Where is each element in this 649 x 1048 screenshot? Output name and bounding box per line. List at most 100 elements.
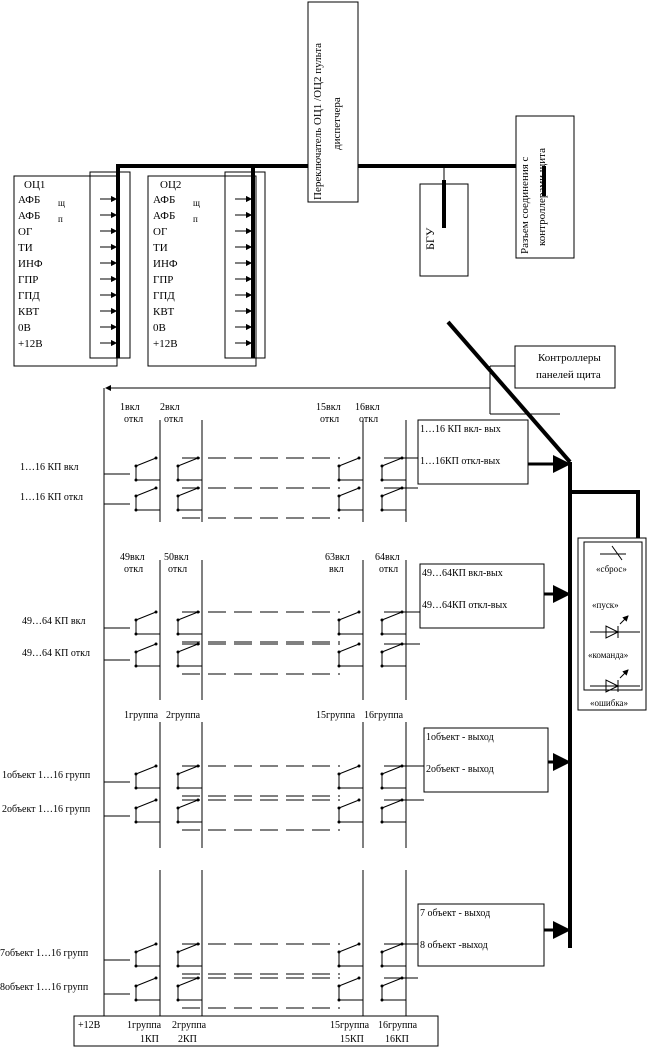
signal-label: ГПР bbox=[18, 274, 38, 286]
box-line: 7 объект - выход bbox=[420, 908, 490, 919]
column-label: 2группа bbox=[166, 710, 201, 721]
signal-label: ОГ bbox=[18, 226, 32, 238]
contact-dot bbox=[357, 610, 361, 614]
signal-label: АФБ bbox=[153, 210, 175, 222]
connector-box: Разъем соединения с контроллерами щита bbox=[515, 115, 575, 259]
column-label: 1вкл bbox=[120, 402, 140, 413]
contact-dot bbox=[154, 764, 158, 768]
signal-label: 0В bbox=[153, 322, 166, 334]
contact-dot bbox=[154, 942, 158, 946]
bgu-label: БГУ bbox=[423, 227, 437, 250]
output-box bbox=[419, 563, 545, 629]
column-label: 15вкл bbox=[316, 402, 341, 413]
column-label: 16вкл bbox=[355, 402, 380, 413]
box-line: 2объект - выход bbox=[426, 764, 494, 775]
contact-dot bbox=[357, 486, 361, 490]
signal-label: КВТ bbox=[18, 306, 40, 318]
signal-label: ТИ bbox=[18, 242, 33, 254]
column-label: 64вкл bbox=[375, 552, 400, 563]
column-label: откл bbox=[379, 564, 398, 575]
signal-label: ОГ bbox=[153, 226, 167, 238]
contact-dot bbox=[154, 486, 158, 490]
column-label: вкл bbox=[329, 564, 344, 575]
output-box bbox=[417, 903, 545, 967]
row-label: 8объект 1…16 групп bbox=[0, 982, 89, 993]
oc1-title: ОЦ1 bbox=[24, 179, 45, 191]
column-label: откл bbox=[320, 414, 339, 425]
box-line: 1объект - выход bbox=[426, 732, 494, 743]
box-line: 1…16 КП вкл- вых bbox=[420, 424, 501, 435]
signal-subscript: щ bbox=[193, 198, 200, 208]
signal-label: ИНФ bbox=[153, 258, 178, 270]
contact-dot bbox=[357, 976, 361, 980]
bottom-bar: +12В 1группа 1КП 2группа 2КП 15группа 15… bbox=[73, 1015, 439, 1047]
contact-dot bbox=[357, 764, 361, 768]
row-label: 49…64 КП откл bbox=[22, 648, 90, 659]
oc2-title: ОЦ2 bbox=[160, 179, 181, 191]
output-box bbox=[423, 727, 549, 793]
contact-dot bbox=[154, 976, 158, 980]
bottom-power-label: +12В bbox=[78, 1020, 101, 1031]
row-label: 49…64 КП вкл bbox=[22, 616, 85, 627]
row-label: 2объект 1…16 групп bbox=[2, 804, 91, 815]
bottom-col3-line1: 15группа bbox=[330, 1020, 370, 1031]
output-box bbox=[417, 419, 529, 485]
signal-label: АФБ bbox=[153, 194, 175, 206]
controllers-label-line2: панелей щита bbox=[536, 369, 601, 381]
oc-switch-box: Переключатель ОЦ1 /ОЦ2 пульта диспетчера bbox=[307, 1, 359, 203]
led-icon bbox=[590, 615, 640, 639]
block-objects-1-2: 1объект 1…16 групп 2объект 1…16 групп 1гру… bbox=[2, 710, 571, 848]
signal-subscript: щ bbox=[58, 198, 65, 208]
row-label: 1объект 1…16 групп bbox=[2, 770, 91, 781]
contact-dot bbox=[357, 642, 361, 646]
box-line: 49…64КП откл-вых bbox=[422, 600, 507, 611]
signal-label: ИНФ bbox=[18, 258, 43, 270]
signal-label: ГПД bbox=[18, 290, 40, 302]
signal-label: ГПД bbox=[153, 290, 175, 302]
switch-box-label-line2: диспетчера bbox=[331, 97, 343, 150]
signal-label: 0В bbox=[18, 322, 31, 334]
column-label: откл bbox=[164, 414, 183, 425]
bottom-col2-line2: 2КП bbox=[178, 1034, 197, 1045]
bottom-col2-line1: 2группа bbox=[172, 1020, 207, 1031]
bottom-col1-line2: 1КП bbox=[140, 1034, 159, 1045]
row-label: 1…16 КП откл bbox=[20, 492, 83, 503]
led-icon bbox=[590, 669, 640, 693]
box-line: 49…64КП вкл-вых bbox=[422, 568, 503, 579]
bottom-col4-line1: 16группа bbox=[378, 1020, 418, 1031]
controllers-box: Контроллеры панелей щита bbox=[489, 345, 616, 415]
signal-subscript: п bbox=[193, 214, 198, 224]
row-label: 7объект 1…16 групп bbox=[0, 948, 89, 959]
box-line: 1…16КП откл-вых bbox=[420, 456, 500, 467]
signal-label: ГПР bbox=[153, 274, 173, 286]
signal-label: +12В bbox=[153, 338, 178, 350]
connector-label-line1: Разъем соединения с bbox=[519, 156, 531, 254]
column-label: 63вкл bbox=[325, 552, 350, 563]
bottom-col3-line2: 15КП bbox=[340, 1034, 364, 1045]
column-label: 1группа bbox=[124, 710, 159, 721]
start-label: «пуск» bbox=[592, 600, 619, 610]
reset-label: «сброс» bbox=[596, 564, 627, 574]
contact-dot bbox=[357, 456, 361, 460]
indicator-panel: «сброс» «пуск» «команда» «ошибка» bbox=[577, 537, 647, 711]
signal-label: КВТ bbox=[153, 306, 175, 318]
signal-label: АФБ bbox=[18, 210, 40, 222]
column-label: 2вкл bbox=[160, 402, 180, 413]
contact-dot bbox=[154, 798, 158, 802]
bottom-col1-line1: 1группа bbox=[127, 1020, 162, 1031]
error-label: «ошибка» bbox=[590, 698, 628, 708]
column-label: откл bbox=[124, 414, 143, 425]
signal-label: АФБ bbox=[18, 194, 40, 206]
signal-subscript: п bbox=[58, 214, 63, 224]
column-label: 16группа bbox=[364, 710, 404, 721]
switch-box-label-line1: Переключатель ОЦ1 /ОЦ2 пульта bbox=[312, 43, 324, 200]
box-line: 8 объект -выход bbox=[420, 940, 488, 951]
contact-dot bbox=[154, 642, 158, 646]
column-label: 50вкл bbox=[164, 552, 189, 563]
block-objects-7-8: 7объект 1…16 групп 8объект 1…16 групп 7 об… bbox=[0, 870, 571, 1016]
